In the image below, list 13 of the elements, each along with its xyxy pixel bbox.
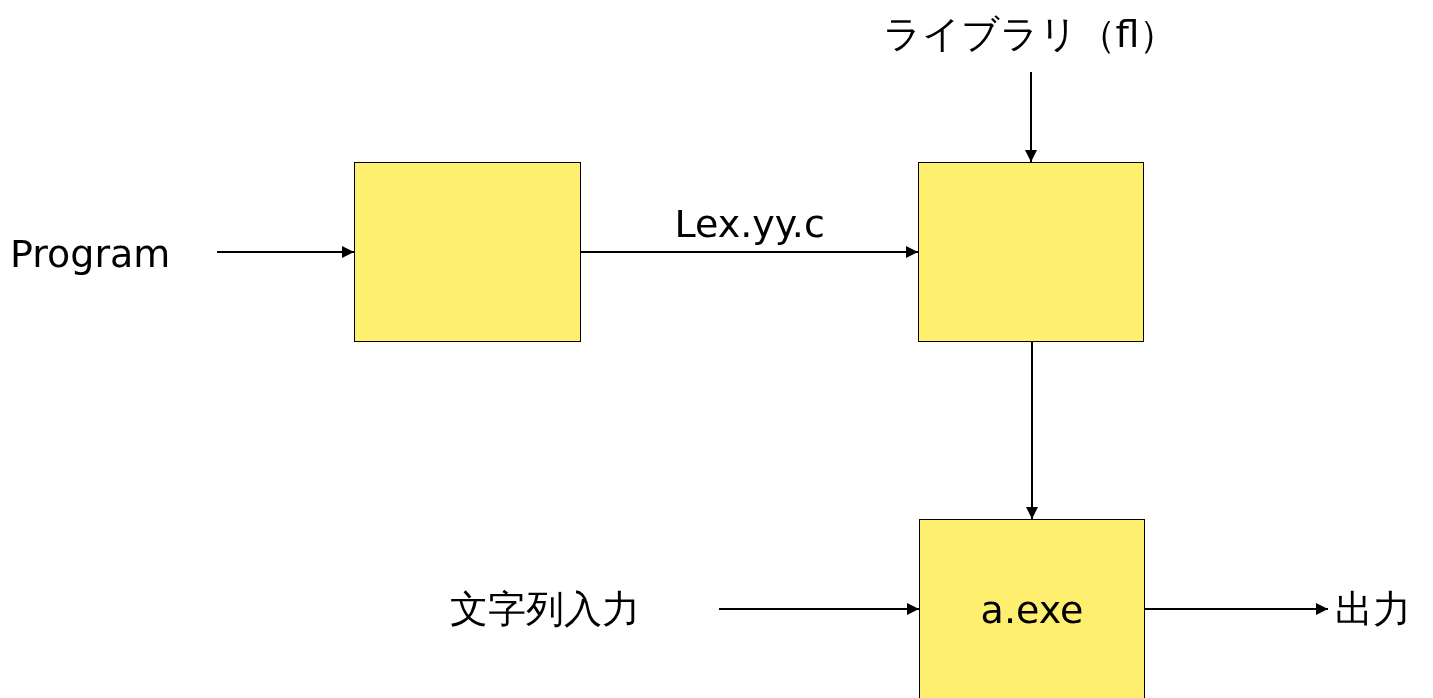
process-box: [918, 162, 1144, 342]
arrow: [216, 246, 355, 258]
label-text: Program: [10, 205, 210, 305]
arrow: [580, 246, 919, 258]
arrow: [1025, 71, 1037, 163]
label-text: 文字列入力: [450, 585, 712, 635]
arrow: [1144, 603, 1329, 615]
label-text: 出力: [1335, 585, 1430, 635]
process-box: a.exe: [919, 519, 1145, 698]
arrow: [718, 603, 920, 615]
process-box: [354, 162, 581, 342]
arrow: [1026, 341, 1038, 520]
label-text: ライブラリ（fl）: [885, 5, 1175, 65]
